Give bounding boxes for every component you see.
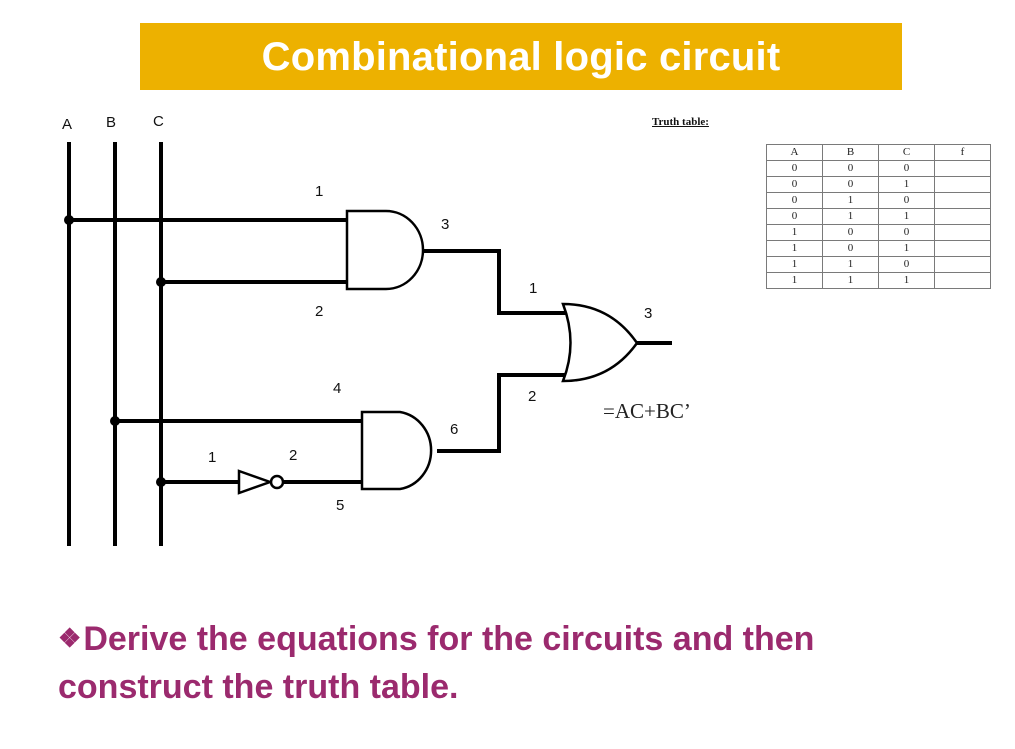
junction-c-2	[156, 477, 166, 487]
cell-b: 1	[822, 256, 879, 273]
and-gate-2-icon	[360, 410, 433, 491]
cell-a: 0	[766, 176, 823, 193]
and-gate-1-icon	[345, 209, 425, 291]
junction-b	[110, 416, 120, 426]
table-row: 0 0 0	[766, 160, 991, 177]
not-input-label: 1	[208, 449, 216, 466]
cell-a: 1	[766, 224, 823, 241]
header-f: f	[934, 144, 991, 161]
cell-f	[934, 176, 991, 193]
or-gate-icon	[561, 302, 639, 383]
and2-input2-label: 5	[336, 497, 344, 514]
table-row: 0 0 1	[766, 176, 991, 193]
and1-output-label: 3	[441, 216, 449, 233]
and2-input1-label: 4	[333, 380, 341, 397]
cell-a: 0	[766, 160, 823, 177]
cell-a: 0	[766, 208, 823, 225]
cell-f	[934, 224, 991, 241]
header-c: C	[878, 144, 935, 161]
cell-f	[934, 272, 991, 289]
and2-output-label: 6	[450, 421, 458, 438]
cell-c: 0	[878, 192, 935, 209]
diamond-bullet-icon: ❖	[58, 623, 82, 653]
cell-c: 1	[878, 208, 935, 225]
cell-f	[934, 160, 991, 177]
junction-a	[64, 215, 74, 225]
question-text-block: ❖Derive the equations for the circuits a…	[58, 614, 958, 711]
truth-table-caption: Truth table:	[652, 116, 709, 128]
cell-b: 1	[822, 272, 879, 289]
cell-f	[934, 208, 991, 225]
header-a: A	[766, 144, 823, 161]
cell-b: 0	[822, 176, 879, 193]
input-label-c: C	[153, 113, 164, 130]
or-input2-label: 2	[528, 388, 536, 405]
cell-c: 0	[878, 160, 935, 177]
cell-b: 0	[822, 240, 879, 257]
cell-f	[934, 240, 991, 257]
input-label-b: B	[106, 114, 116, 131]
table-row: 1 1 0	[766, 256, 991, 273]
junction-dots	[64, 215, 166, 487]
not-gate-icon	[237, 469, 274, 495]
table-row: 1 0 0	[766, 224, 991, 241]
table-row: 1 0 1	[766, 240, 991, 257]
and1-input1-label: 1	[315, 183, 323, 200]
question-text: Derive the equations for the circuits an…	[58, 620, 815, 706]
cell-b: 1	[822, 208, 879, 225]
cell-c: 0	[878, 256, 935, 273]
cell-f	[934, 192, 991, 209]
cell-b: 0	[822, 224, 879, 241]
input-buses	[67, 142, 163, 546]
wires	[69, 218, 672, 484]
cell-c: 0	[878, 224, 935, 241]
cell-b: 0	[822, 160, 879, 177]
title-banner: Combinational logic circuit	[140, 23, 902, 90]
wire-and1-to-or	[423, 249, 568, 315]
cell-c: 1	[878, 240, 935, 257]
output-expression: =AC+BC’	[603, 399, 691, 423]
truth-table: A B C f 0 0 0 0 0 1 0 1 0 0 1 1	[766, 144, 991, 289]
slide-title: Combinational logic circuit	[261, 34, 781, 79]
cell-c: 1	[878, 272, 935, 289]
cell-f	[934, 256, 991, 273]
cell-b: 1	[822, 192, 879, 209]
cell-a: 1	[766, 240, 823, 257]
truth-table-header-row: A B C f	[766, 144, 991, 161]
or-output-label: 3	[644, 305, 652, 322]
and1-input2-label: 2	[315, 303, 323, 320]
cell-a: 0	[766, 192, 823, 209]
or-input1-label: 1	[529, 280, 537, 297]
wire-and2-to-or	[437, 373, 568, 453]
not-output-label: 2	[289, 447, 297, 464]
cell-c: 1	[878, 176, 935, 193]
header-b: B	[822, 144, 879, 161]
cell-a: 1	[766, 272, 823, 289]
table-row: 0 1 0	[766, 192, 991, 209]
table-row: 0 1 1	[766, 208, 991, 225]
input-label-a: A	[62, 116, 72, 133]
table-row: 1 1 1	[766, 272, 991, 289]
not-bubble-icon	[269, 474, 285, 490]
junction-c-1	[156, 277, 166, 287]
cell-a: 1	[766, 256, 823, 273]
